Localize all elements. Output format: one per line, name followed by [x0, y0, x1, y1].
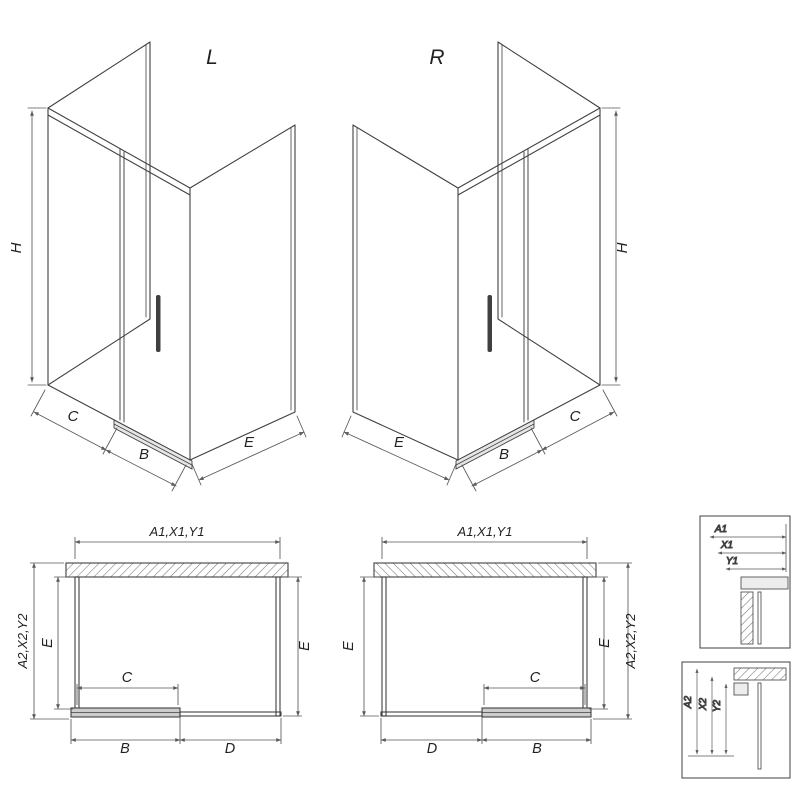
iso-right-variant-label: R: [429, 46, 444, 69]
iso-left-variant-label: L: [206, 46, 218, 69]
iso-view-right: R H C B E: [342, 42, 631, 491]
iso-right-dim-c-label: C: [570, 408, 581, 425]
detail-a1-label-3: Y1: [726, 556, 738, 567]
plan-right-c-label: C: [530, 670, 541, 686]
detail-a2-wall-hatch: [733, 667, 787, 681]
detail-a2-glass: [757, 682, 762, 770]
plan-view-left: A1,X1,Y1 A2,X2,Y2 E E C B D: [15, 524, 313, 757]
detail-a2-label-1: A2: [683, 695, 694, 709]
detail-a1-border: [699, 515, 791, 649]
plan-left-width-label: A1,X1,Y1: [149, 524, 205, 539]
detail-a2-profile: [733, 682, 749, 696]
detail-a2-border: [681, 661, 791, 779]
iso-view-left: L H C B E: [8, 42, 306, 491]
detail-a2-box: A2 X2 Y2: [681, 661, 791, 779]
detail-a1-glass: [757, 591, 762, 645]
detail-a1-label-2: X1: [720, 540, 733, 551]
plan-right-e-right-label: E: [597, 638, 613, 648]
plan-left-c-label: C: [122, 670, 133, 686]
iso-right-dim-b-label: B: [499, 446, 509, 463]
detail-a2-label-2: X2: [698, 697, 709, 711]
plan-right-width-label: A1,X1,Y1: [457, 524, 513, 539]
plan-view-right: A1,X1,Y1 A2,X2,Y2 E E C D B: [341, 524, 638, 757]
plan-right-depth-label: A2,X2,Y2: [623, 613, 638, 670]
plan-right-b-label: B: [532, 741, 542, 757]
detail-a1-profile: [740, 576, 789, 590]
iso-right-dim-h-label: H: [614, 242, 631, 253]
plan-left-e-left-label: E: [40, 638, 56, 648]
plan-right-d-label: D: [427, 741, 437, 757]
plan-left-b-label: B: [120, 741, 130, 757]
plan-left-e-right-label: E: [297, 641, 313, 651]
iso-left-dim-b-label: B: [139, 446, 149, 463]
iso-left-dim-c-label: C: [68, 408, 79, 425]
iso-right-dim-e-label: E: [394, 434, 405, 451]
detail-a1-label-1: A1: [714, 524, 727, 535]
plan-left-geometry: [30, 537, 302, 744]
plan-right-geometry: [360, 537, 632, 744]
plan-right-e-left-label: E: [341, 641, 357, 651]
detail-a2-label-3: Y2: [712, 699, 723, 712]
detail-a1-box: A1 X1 Y1: [699, 515, 791, 649]
plan-left-depth-label: A2,X2,Y2: [15, 613, 30, 670]
detail-a1-wall-hatch: [740, 591, 754, 645]
plan-left-d-label: D: [225, 741, 235, 757]
iso-left-dim-e-label: E: [244, 434, 255, 451]
iso-left-dim-h-label: H: [8, 242, 25, 253]
